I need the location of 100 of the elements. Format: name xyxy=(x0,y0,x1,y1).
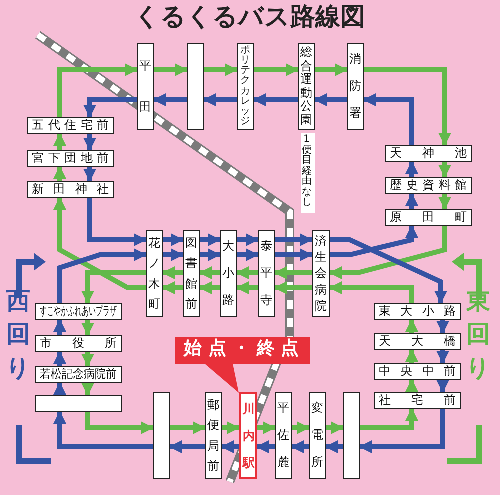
stop-name: 宮下団地前 xyxy=(32,152,109,164)
bus-stop-box xyxy=(205,392,222,479)
route-arrow xyxy=(54,166,66,181)
route-arrow xyxy=(256,440,275,454)
route-arrow xyxy=(154,64,188,76)
route-arrow xyxy=(359,409,446,454)
bus-stop-box xyxy=(343,392,360,479)
route-arrow xyxy=(254,64,299,76)
route-arrow xyxy=(163,234,184,246)
route-arrow xyxy=(199,282,220,294)
route-arrow xyxy=(275,234,313,246)
stop-name: 変電所 xyxy=(310,400,324,471)
stop-name: 社宅前 xyxy=(379,394,456,406)
route-arrow xyxy=(237,248,259,262)
stop-name: 平佐麓 xyxy=(276,400,290,471)
route-arrow xyxy=(325,440,343,454)
route-arrow xyxy=(438,194,452,210)
bus-stop-box xyxy=(275,392,292,479)
route-arrow xyxy=(200,234,221,246)
route-arrow xyxy=(204,64,238,76)
route-arrow xyxy=(162,266,183,280)
route-arrow xyxy=(329,226,448,280)
title: くるくるバス路線図 xyxy=(134,4,366,29)
bus-stop-box xyxy=(187,43,204,130)
route-arrow xyxy=(221,440,239,454)
route-arrow xyxy=(406,349,418,363)
route-arrow xyxy=(58,64,138,117)
route-arrow xyxy=(291,440,309,454)
bus-stop-box xyxy=(146,230,163,317)
route-arrow xyxy=(253,94,298,106)
route-arrow xyxy=(82,352,94,367)
route-arrow xyxy=(326,422,344,434)
stop-name: 図書館前 xyxy=(184,235,198,313)
route-arrow xyxy=(199,266,220,280)
bus-stop-box xyxy=(35,335,122,352)
route-arrow xyxy=(84,167,96,182)
stop-name: 郵便局前 xyxy=(206,397,220,475)
route-arrow xyxy=(315,64,348,76)
stop-name: 五代住宅前 xyxy=(32,119,109,132)
bus-stop-box xyxy=(237,43,254,130)
bus-stop-box xyxy=(137,43,154,130)
stop-name: 若松記念病院前 xyxy=(40,368,117,380)
route-arrow xyxy=(170,422,206,434)
bus-stop-box xyxy=(374,303,461,320)
route-arrow xyxy=(314,94,347,106)
route-arrow xyxy=(54,382,66,395)
route-arrow xyxy=(436,350,450,364)
callout-text: 始点・終点 xyxy=(184,340,299,358)
route-arrow xyxy=(436,380,450,393)
bus-stop-box xyxy=(183,230,200,317)
station-box xyxy=(239,392,257,479)
route-arrow xyxy=(84,98,137,118)
route-arrow xyxy=(88,198,147,246)
bus-stop-box xyxy=(385,177,472,194)
route-arrow xyxy=(54,411,153,450)
stop-name: 天大橋 xyxy=(379,335,456,348)
route-arrow xyxy=(163,248,184,262)
stop-name: 中央中前 xyxy=(379,365,456,378)
route-arrow xyxy=(330,225,418,258)
bus-stop-box xyxy=(374,333,461,350)
route-arrow xyxy=(329,282,414,303)
bus-stop-box xyxy=(35,303,122,320)
stop-name: 東大小路 xyxy=(379,305,456,318)
stop-name: 原田町 xyxy=(390,211,467,224)
route-arrow xyxy=(274,266,312,280)
bus-stop-box xyxy=(35,366,122,383)
stop-name: 新田神社 xyxy=(32,183,109,196)
route-arrow xyxy=(58,248,147,303)
route-arrow xyxy=(54,133,66,150)
route-arrow xyxy=(54,319,66,335)
stop-name: 歴史資料館 xyxy=(390,179,467,192)
route-arrow xyxy=(436,320,450,334)
route-arrow xyxy=(162,282,183,294)
stop-name: 平田 xyxy=(138,58,152,116)
route-arrow xyxy=(406,161,418,177)
route-arrow xyxy=(54,351,66,366)
bus-stop-box xyxy=(35,395,122,412)
route-arrow xyxy=(406,319,418,333)
route-arrow xyxy=(84,134,96,151)
bus-stop-box xyxy=(258,230,275,317)
bus-stop-box xyxy=(347,43,364,130)
route-arrow xyxy=(406,379,418,392)
bus-stop-box xyxy=(374,392,461,409)
stop-name: 大小路 xyxy=(222,238,235,309)
stop-name: すこやかふれあいプラザ xyxy=(40,305,117,318)
bus-stop-box xyxy=(312,230,330,317)
route-arrow xyxy=(82,270,146,304)
route-arrow xyxy=(364,68,452,146)
route-arrow xyxy=(82,383,94,396)
route-arrow xyxy=(86,412,154,434)
route-arrow xyxy=(222,422,240,434)
route-arrow xyxy=(330,238,448,304)
bus-stop-box xyxy=(220,230,237,317)
stop-name: 市役所 xyxy=(40,337,117,350)
stop-name: 済生会病院 xyxy=(314,233,328,314)
route-arrow xyxy=(360,408,418,430)
bus-stop-box xyxy=(27,117,114,134)
route-note: 1便目経由なし xyxy=(301,135,312,209)
route-arrow xyxy=(406,193,418,209)
route-arrow xyxy=(275,248,313,262)
